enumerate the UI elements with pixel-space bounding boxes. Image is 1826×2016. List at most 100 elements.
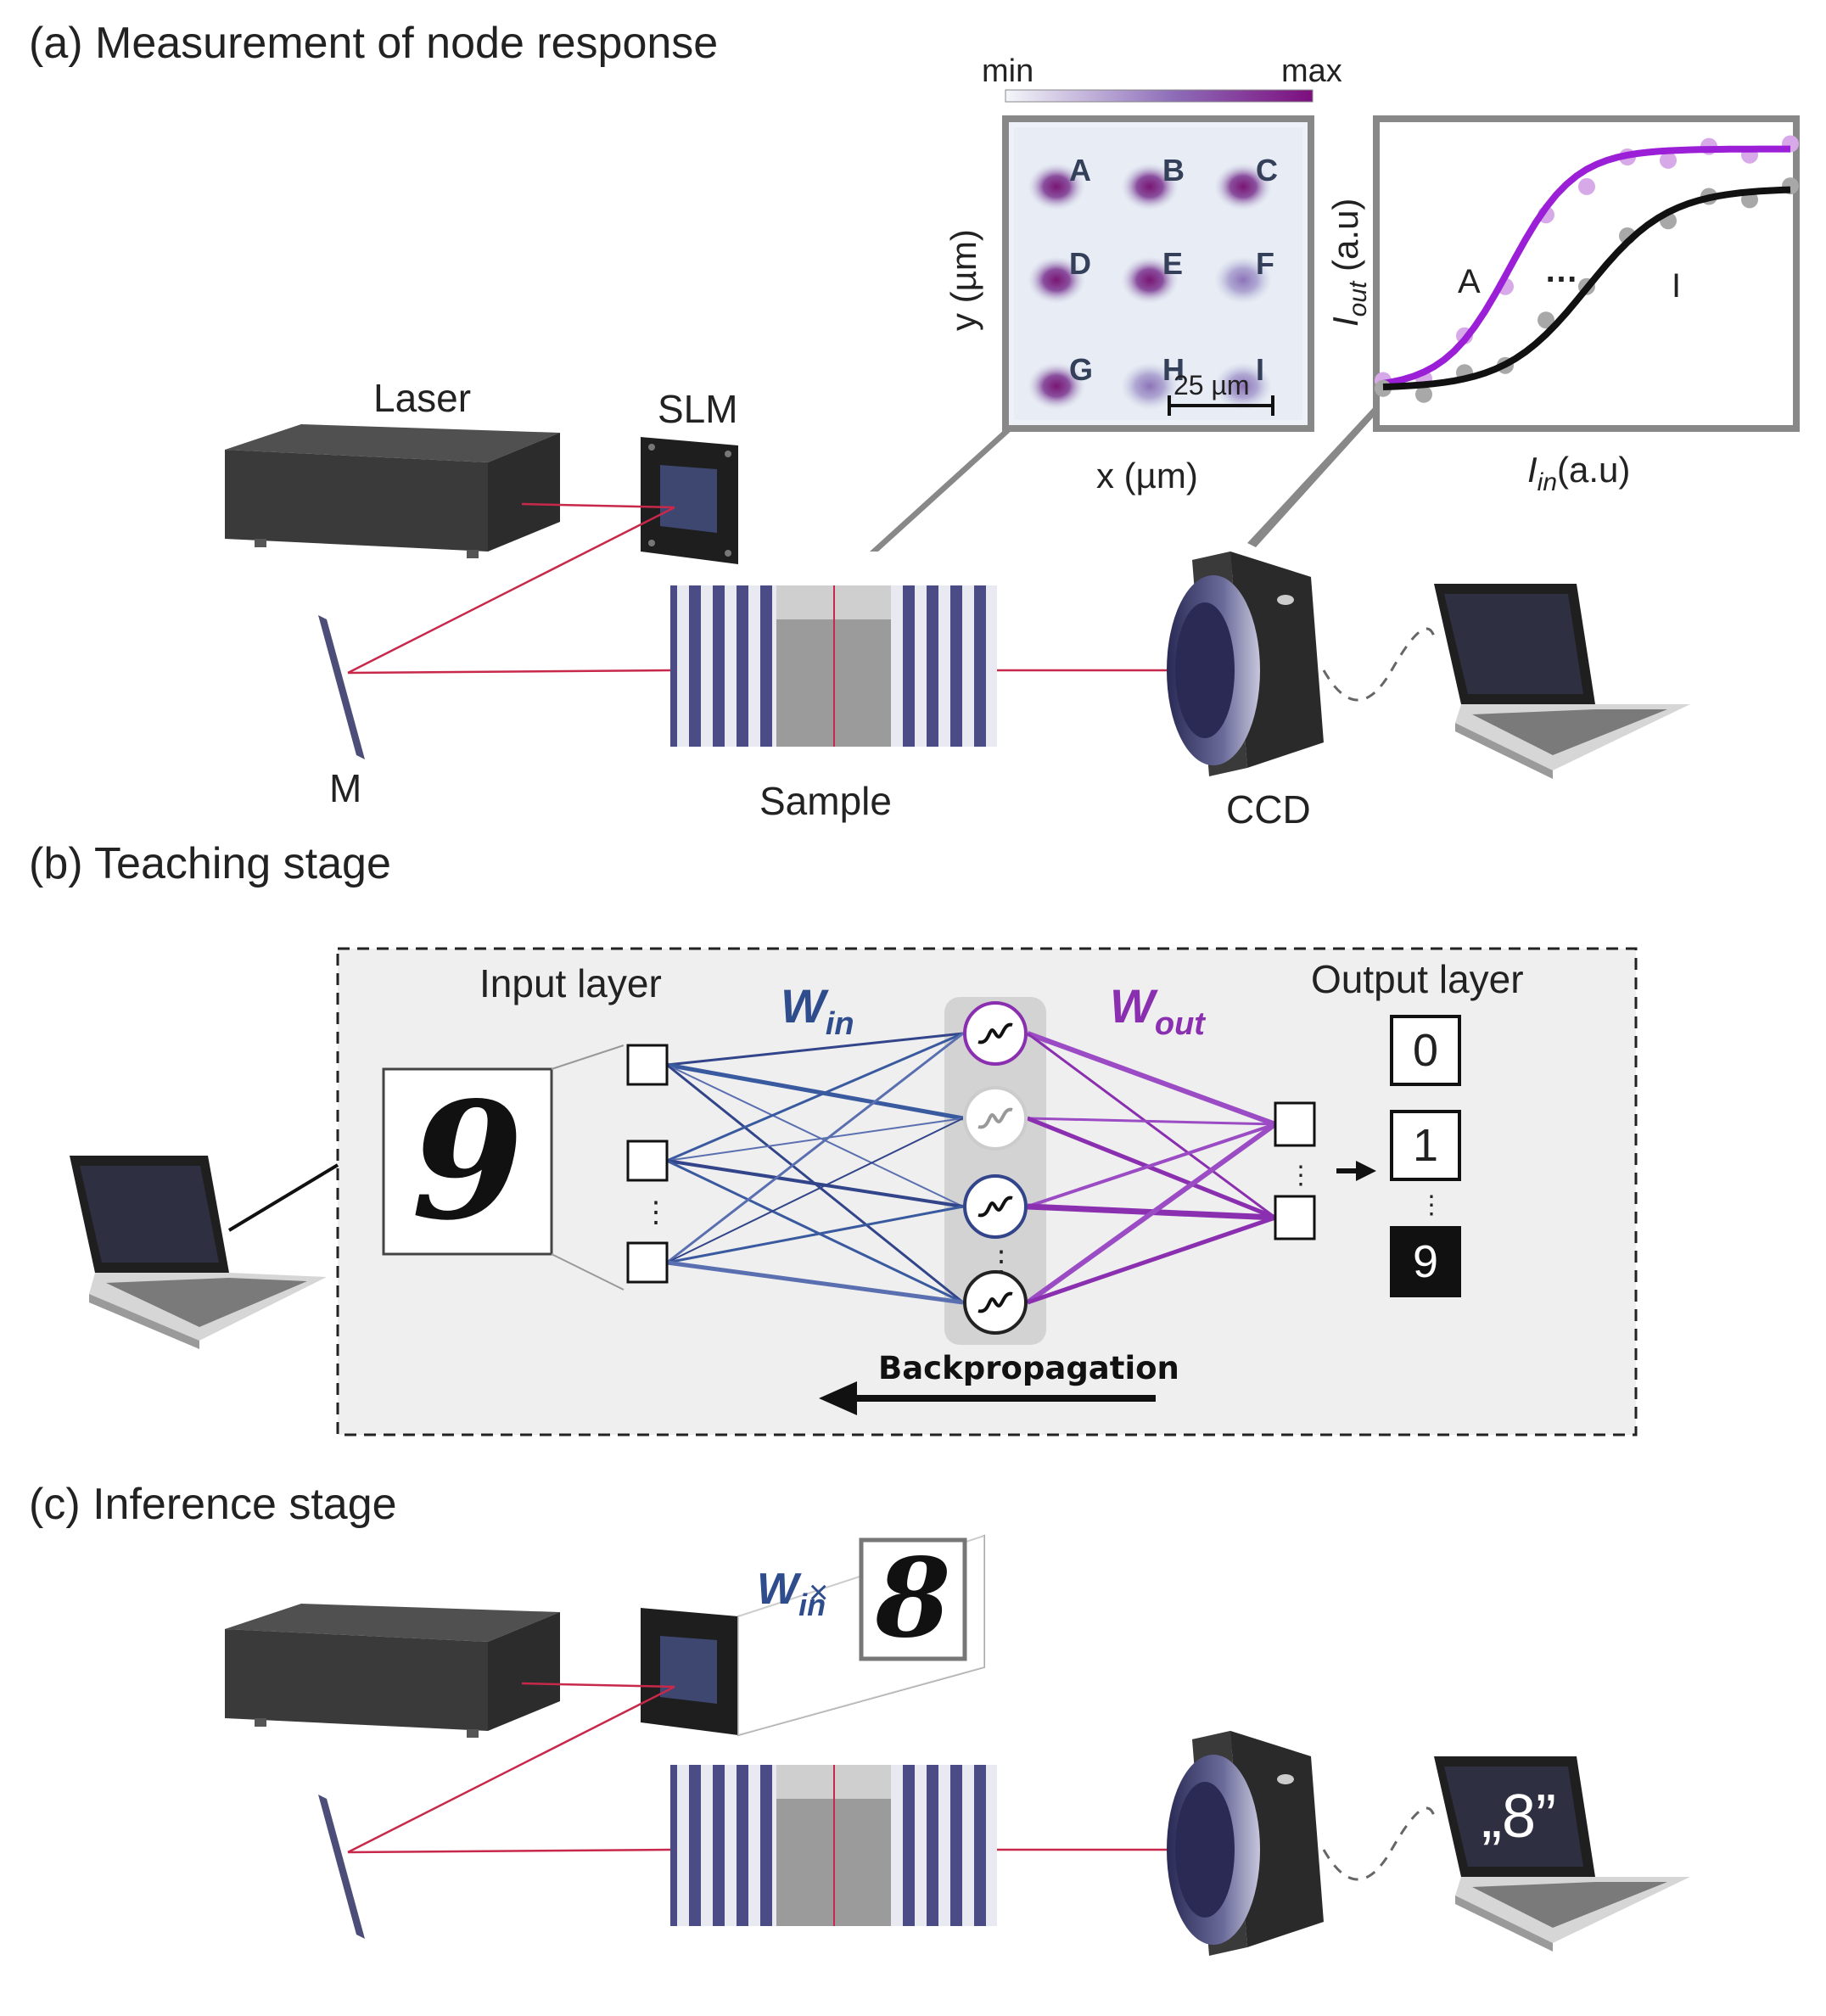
w-in-label: Win	[781, 979, 854, 1042]
w-in-edge-2-1	[666, 1117, 964, 1263]
slm-device	[641, 437, 738, 564]
activation-icon	[977, 1022, 1013, 1044]
zoom-wedge-plot	[1247, 399, 1390, 547]
spot-h	[1121, 362, 1179, 410]
spot-map-y-label: y (µm)	[944, 229, 983, 331]
laser-label: Laser	[373, 376, 471, 420]
spot-f	[1214, 256, 1272, 304]
spot-label-a: A	[1069, 153, 1091, 188]
spot-a	[1028, 163, 1085, 210]
input-layer-label: Input layer	[479, 961, 662, 1005]
inference-digit-8: 8	[874, 1535, 950, 1662]
w-out-edge-3-1	[1027, 1215, 1276, 1305]
spot-label-g: G	[1069, 352, 1093, 387]
output-ellipsis: ⋮	[1288, 1162, 1313, 1190]
w-in-edge-1-1	[666, 1117, 964, 1162]
colorbar	[1005, 89, 1313, 103]
activation-icon	[977, 1107, 1013, 1129]
plot-x-label: Iin(a.u)	[1527, 450, 1630, 496]
w-out-edge-0-0	[1026, 1031, 1277, 1127]
point-a-7	[1660, 151, 1677, 169]
point-a-5	[1578, 177, 1595, 195]
backprop-arrowhead	[819, 1381, 857, 1415]
ccd-camera	[1167, 552, 1324, 776]
output-node-2	[1274, 1195, 1316, 1240]
panel-b-title: (b) Teaching stage	[29, 839, 391, 888]
w-out-edge-3-0	[1026, 1122, 1277, 1305]
input-image-9	[382, 1067, 553, 1256]
panel-a-title: (a) Measurement of node response	[29, 19, 718, 68]
spot-label-b: B	[1162, 153, 1185, 188]
sample-label: Sample	[759, 779, 892, 823]
laser-device-c	[225, 1604, 560, 1738]
activation-icon	[977, 1291, 1013, 1313]
series-line-i	[1382, 186, 1791, 390]
input-node-2	[626, 1140, 669, 1182]
input-ellipsis: ⋮	[641, 1196, 670, 1229]
spot-label-f: F	[1256, 246, 1274, 281]
spot-label-e: E	[1162, 246, 1183, 281]
ccd-label: CCD	[1226, 787, 1311, 832]
spot-map-x-label: x (µm)	[1096, 456, 1198, 496]
sample	[670, 585, 997, 747]
w-out-label: Wout	[1110, 979, 1206, 1042]
slm-label: SLM	[658, 387, 738, 431]
w-in-edge-2-2	[666, 1205, 964, 1264]
laptop-c	[1434, 1756, 1690, 1952]
w-in-edge-0-2	[666, 1064, 964, 1207]
spot-c	[1214, 163, 1272, 210]
spot-g	[1028, 362, 1085, 410]
response-plot: A … I	[1373, 115, 1800, 432]
input-node-1	[626, 1044, 669, 1086]
laptop-link	[227, 1163, 339, 1232]
point-i-4	[1538, 311, 1554, 329]
w-in-edge-0-1	[666, 1062, 964, 1121]
spot-label-h: H	[1162, 352, 1185, 387]
spot-label-d: D	[1069, 246, 1091, 281]
cable-a	[1322, 627, 1436, 702]
sample-c	[670, 1765, 997, 1926]
w-in-edge-1-2	[666, 1159, 964, 1208]
w-out-edge-2-0	[1027, 1123, 1276, 1208]
w-in-label-c: Win	[757, 1565, 826, 1622]
input-node-3	[626, 1241, 669, 1284]
point-i-1	[1415, 385, 1432, 403]
w-in-edge-1-0	[666, 1032, 964, 1162]
curve-dots: …	[1544, 252, 1578, 289]
scale-bar-label: 25 µm	[1173, 370, 1250, 400]
w-in-edge-1-3	[666, 1159, 964, 1304]
output-class-1	[1390, 1110, 1461, 1181]
w-out-edge-1-0	[1027, 1117, 1276, 1126]
plot-y-label: Iout (a.u)	[1325, 199, 1372, 327]
ccd-camera-c	[1167, 1731, 1324, 1956]
spot-d	[1028, 256, 1085, 304]
hidden-ellipsis: ⋮	[987, 1246, 1016, 1278]
digit-ellipsis: ⋮	[1419, 1191, 1444, 1219]
cable-c	[1322, 1806, 1436, 1881]
colorbar-max: max	[1281, 53, 1342, 89]
hidden-layer-band	[944, 997, 1046, 1345]
series-line-a	[1382, 145, 1790, 387]
w-out-edge-1-1	[1027, 1116, 1276, 1220]
slm-device-c	[641, 1608, 738, 1735]
output-class-0	[1390, 1015, 1461, 1086]
w-out-edge-0-1	[1027, 1032, 1276, 1219]
spot-map: A B C D E F G H I 25 µm	[1002, 115, 1314, 432]
mirror-c	[318, 1795, 365, 1939]
output-class-1-label: 1	[1413, 1120, 1438, 1171]
output-class-9	[1390, 1226, 1461, 1297]
spot-label-c: C	[1256, 153, 1278, 188]
output-node-1	[1274, 1101, 1316, 1147]
spot-e	[1121, 256, 1179, 304]
spot-label-i: I	[1256, 352, 1264, 387]
w-in-edge-2-3	[666, 1260, 964, 1305]
slm-pattern-zoom: 8	[737, 1534, 985, 1737]
laptop-b	[70, 1156, 327, 1349]
w-in-edge-2-0	[666, 1032, 964, 1264]
spot-b	[1121, 163, 1179, 210]
laptop-a	[1434, 584, 1690, 779]
backprop-label: Backpropagation	[878, 1350, 1179, 1386]
curve-i-label: I	[1672, 267, 1681, 305]
colorbar-min: min	[982, 53, 1033, 89]
